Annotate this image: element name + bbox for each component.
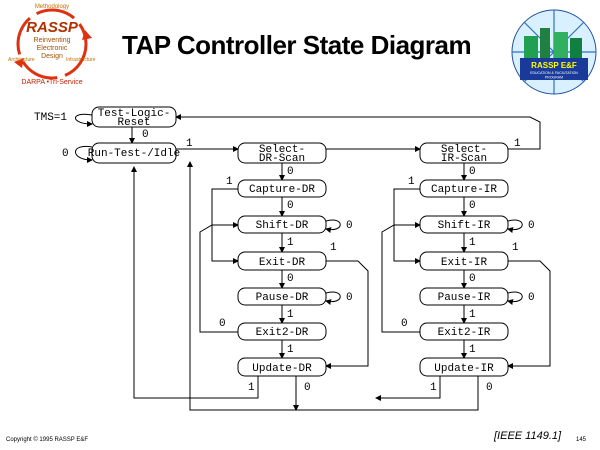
state-select-dr-label-1: Select-: [259, 144, 305, 156]
exit2-ir-0-label: 0: [401, 318, 408, 330]
select-ir-1-label: 1: [408, 176, 415, 188]
logo-rassp-ef-text: RASSP E&F: [531, 61, 577, 70]
tms1-label: TMS=1: [34, 112, 67, 124]
exit2-dr-to-shift-arrow: [199, 222, 239, 333]
logo-rassp-text: RASSP: [26, 19, 79, 36]
tlr-self-loop-arrow: [75, 113, 93, 127]
state-test-logic-reset: [91, 106, 177, 128]
shift-ir-loop-0-label: 0: [528, 220, 535, 232]
state-tlr-label-2: Reset: [117, 117, 150, 129]
pause-dr-1-label: 1: [287, 309, 294, 321]
state-exit2-dr: [237, 322, 327, 341]
state-pause-ir: [419, 287, 509, 306]
capture-dr-0-label: 0: [287, 200, 294, 212]
state-exit1-dr: [237, 251, 327, 271]
pause-ir-self-loop-arrow: [507, 291, 523, 305]
logo-methodology-text: Methodology: [35, 4, 69, 10]
state-capture-dr-label: Capture-DR: [249, 184, 315, 196]
state-exit1-dr-label: Exit-DR: [259, 257, 306, 269]
exit1-ir-to-update-arrow: [507, 260, 551, 369]
state-capture-dr: [237, 179, 327, 198]
select-dr-1-label: 1: [226, 176, 233, 188]
select-dr-0-label: 0: [287, 166, 294, 178]
exit1-ir-0-label: 0: [469, 273, 476, 285]
shift-ir-1-label: 1: [469, 237, 476, 249]
exit2-ir-to-shift-arrow: [381, 222, 421, 333]
update-ir-to-select-dr-arrow: [187, 161, 479, 411]
logo-motto-line2: Electronic: [37, 45, 68, 52]
update-ir-1-label: 1: [430, 382, 437, 394]
update-dr-0-label: 0: [304, 382, 311, 394]
exit1-dr-1-label: 1: [330, 242, 337, 254]
select-ir-to-tlr-1-label: 1: [514, 138, 521, 150]
state-update-dr: [237, 357, 327, 377]
pause-dr-loop-0-label: 0: [346, 292, 353, 304]
exit1-ir-1-label: 1: [512, 242, 519, 254]
logo-ef-line2: PROGRAM: [545, 76, 563, 80]
state-update-ir: [419, 357, 509, 377]
state-pause-dr-label: Pause-DR: [256, 292, 309, 304]
page-number: 145: [576, 437, 587, 443]
logo-infrastructure-text: Infrastructure: [66, 57, 96, 63]
select-ir-to-tlr-arrow: [175, 114, 541, 150]
pause-ir-1-label: 1: [469, 309, 476, 321]
state-update-ir-label: Update-IR: [434, 363, 494, 375]
state-shift-ir: [419, 215, 509, 234]
state-shift-ir-label: Shift-IR: [438, 220, 491, 232]
update-ir-to-idle-arrow: [375, 376, 441, 401]
idle-to-select-dr-1-label: 1: [186, 138, 193, 150]
logo-motto-line1: Reinventing: [34, 37, 71, 44]
state-capture-ir-label: Capture-IR: [431, 184, 497, 196]
shift-dr-self-loop-arrow: [325, 219, 341, 233]
logo-motto-line3: Design: [41, 53, 63, 60]
idle-loop-0-label: 0: [62, 148, 69, 160]
rassp-logo: Methodology RASSP Reinventing Electronic…: [2, 0, 102, 92]
select-ir-0-label: 0: [469, 166, 476, 178]
exit1-dr-to-update-arrow: [325, 260, 369, 369]
state-select-dr-label-2: DR-Scan: [259, 153, 305, 165]
tlr-to-idle-0-label: 0: [142, 129, 149, 141]
exit1-dr-0-label: 0: [287, 273, 294, 285]
update-ir-0-label: 0: [486, 382, 493, 394]
state-shift-dr-label: Shift-DR: [256, 220, 309, 232]
state-capture-ir: [419, 179, 509, 198]
state-exit2-ir-label: Exit2-IR: [438, 327, 491, 339]
logo-darpa-text: DARPA •Tri-Service: [21, 79, 82, 86]
state-exit2-dr-label: Exit2-DR: [256, 327, 309, 339]
shift-dr-loop-0-label: 0: [346, 220, 353, 232]
logo-architecture-text: Architecture: [8, 57, 35, 63]
state-run-test-idle: [91, 142, 177, 164]
state-select-ir-scan: [419, 142, 509, 164]
logo-ef-line1: EDUCATION & FACILITATION: [530, 71, 578, 75]
state-exit1-ir-label: Exit-IR: [441, 257, 488, 269]
state-pause-dr: [237, 287, 327, 306]
state-shift-dr: [237, 215, 327, 234]
copyright-text: Copyright © 1995 RASSP E&F: [6, 437, 89, 443]
state-idle-label: Run-Test-/Idle: [88, 148, 180, 160]
state-tlr-label-1: Test-Logic-: [98, 108, 171, 120]
ieee-reference: [IEEE 1149.1]: [494, 430, 562, 442]
exit2-ir-1-label: 1: [469, 344, 476, 356]
state-select-ir-label-1: Select-: [441, 144, 487, 156]
state-pause-ir-label: Pause-IR: [438, 292, 491, 304]
exit2-dr-1-label: 1: [287, 344, 294, 356]
update-dr-to-idle-arrow: [131, 166, 259, 399]
state-select-dr-scan: [237, 142, 327, 164]
page-title: TAP Controller State Diagram: [122, 30, 472, 60]
state-exit1-ir: [419, 251, 509, 271]
state-update-dr-label: Update-DR: [252, 363, 312, 375]
state-select-ir-label-2: IR-Scan: [441, 153, 487, 165]
state-exit2-ir: [419, 322, 509, 341]
exit2-dr-0-label: 0: [219, 318, 226, 330]
capture-ir-0-label: 0: [469, 200, 476, 212]
update-dr-1-label: 1: [248, 382, 255, 394]
shift-ir-self-loop-arrow: [507, 219, 523, 233]
pause-ir-loop-0-label: 0: [528, 292, 535, 304]
pause-dr-self-loop-arrow: [325, 291, 341, 305]
shift-dr-1-label: 1: [287, 237, 294, 249]
rassp-ef-logo: RASSP E&F EDUCATION & FACILITATION PROGR…: [510, 6, 598, 98]
idle-self-loop-arrow: [75, 145, 93, 163]
